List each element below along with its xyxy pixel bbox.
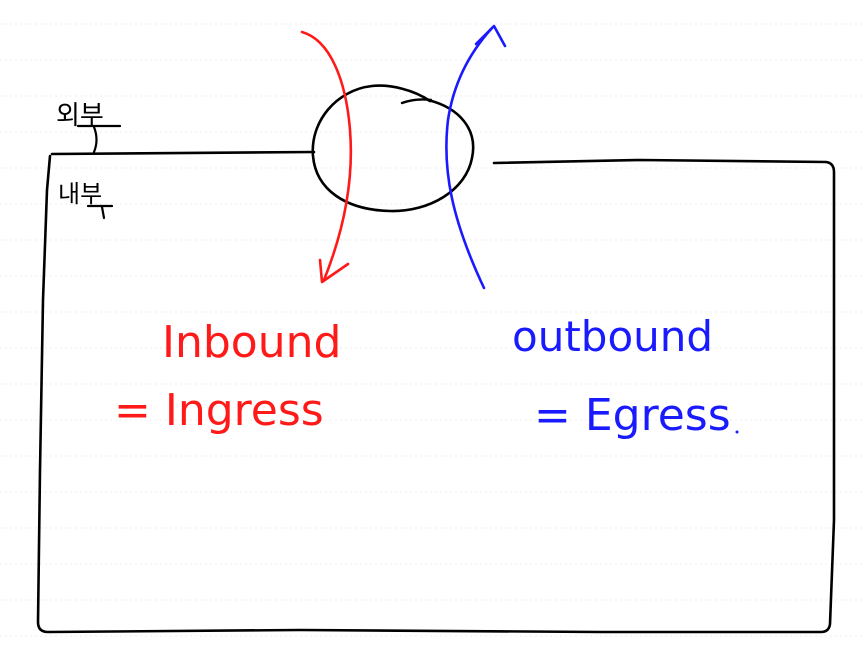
outbound-arrow	[445, 26, 494, 290]
egress-dot	[735, 430, 739, 434]
egress-label: = Egress	[534, 390, 731, 441]
outside-underline	[76, 124, 122, 154]
inside-underline	[86, 204, 114, 220]
outbound-label: outbound	[512, 312, 713, 361]
inside-label: 내부	[58, 180, 102, 208]
gateway-circle	[311, 84, 475, 213]
inbound-arrowhead	[318, 258, 350, 284]
outbound-arrowhead	[474, 24, 507, 48]
inbound-arrow	[300, 30, 353, 282]
gateway-circle-tail	[400, 98, 433, 105]
inbound-label: Inbound	[162, 317, 341, 368]
network-boundary	[36, 150, 836, 634]
ruled-lines	[0, 23, 864, 637]
ingress-label: = Ingress	[114, 385, 324, 436]
